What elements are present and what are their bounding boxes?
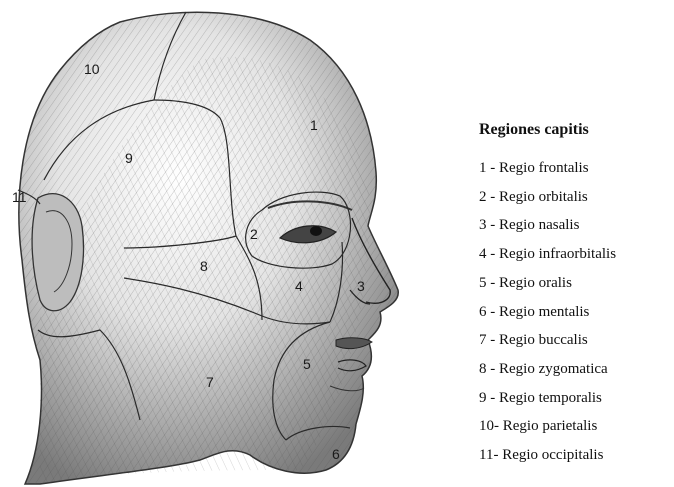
legend-item: 1 - Regio frontalis [479, 154, 616, 183]
legend-item: 2 - Regio orbitalis [479, 183, 616, 212]
region-label-oral: 5 [303, 356, 311, 372]
region-label-orbital: 2 [250, 226, 258, 242]
legend: Regiones capitis 1 - Regio frontalis 2 -… [479, 121, 616, 470]
legend-item: 10- Regio parietalis [479, 412, 616, 441]
region-label-zygomatic: 8 [200, 258, 208, 274]
region-label-infraorbital: 4 [295, 278, 303, 294]
region-label-nasal: 3 [357, 278, 365, 294]
legend-item: 8 - Regio zygomatica [479, 355, 616, 384]
legend-item: 4 - Regio infraorbitalis [479, 240, 616, 269]
legend-item: 11- Regio occipitalis [479, 441, 616, 470]
region-label-temporal: 9 [125, 150, 133, 166]
region-label-frontal: 1 [310, 117, 318, 133]
legend-item: 5 - Regio oralis [479, 269, 616, 298]
legend-item: 6 - Regio mentalis [479, 298, 616, 327]
region-label-occipital: 11 [12, 189, 27, 205]
legend-item: 7 - Regio buccalis [479, 326, 616, 355]
legend-title: Regiones capitis [479, 121, 616, 139]
region-label-mental: 6 [332, 446, 340, 462]
legend-item: 9 - Regio temporalis [479, 384, 616, 413]
region-label-buccal: 7 [206, 374, 214, 390]
region-label-parietal: 10 [84, 61, 100, 77]
legend-list: 1 - Regio frontalis 2 - Regio orbitalis … [479, 154, 616, 470]
legend-item: 3 - Regio nasalis [479, 211, 616, 240]
